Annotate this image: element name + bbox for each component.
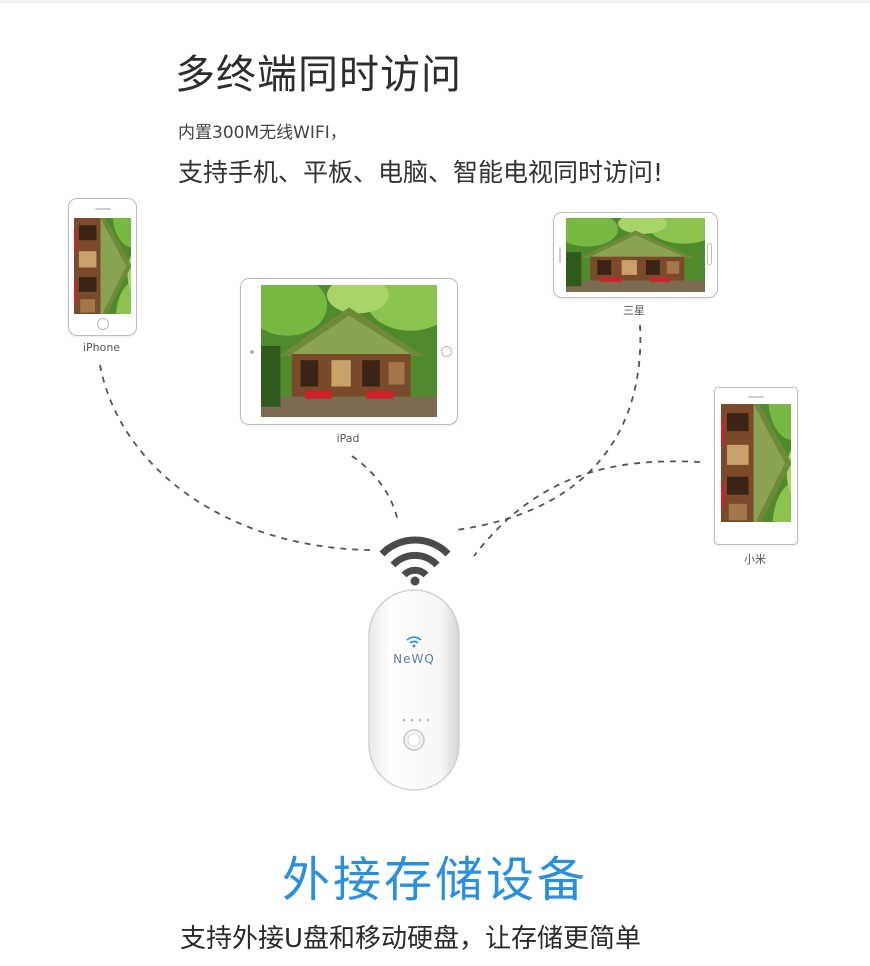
home-button	[97, 318, 109, 330]
screen-photo	[721, 404, 791, 522]
router-body	[368, 589, 460, 791]
screen-photo	[261, 285, 437, 417]
screen-photo	[566, 218, 705, 292]
wifi-spec-text: 内置300M无线WIFI，	[178, 123, 347, 143]
samsung-device	[553, 212, 718, 298]
storage-support-text: 支持外接U盘和移动硬盘，让存储更简单	[180, 924, 642, 954]
iphone-device	[68, 198, 137, 336]
iphone-screen	[74, 218, 131, 314]
link-ipad	[351, 455, 399, 523]
camera-dot	[250, 350, 254, 354]
link-xiaomi	[473, 460, 701, 557]
iphone-label: iPhone	[82, 341, 121, 354]
xiaomi-device	[714, 387, 798, 545]
xiaomi-screen	[721, 404, 791, 522]
link-samsung	[455, 324, 642, 531]
xiaomi-label: 小米	[744, 553, 766, 566]
router-wifi-icon	[406, 636, 422, 644]
speaker-grille	[559, 247, 561, 263]
ipad-screen	[261, 285, 437, 417]
router-brand-logo: NeWQ	[393, 652, 435, 666]
side-button	[707, 243, 712, 265]
device-support-text: 支持手机、平板、电脑、智能电视同时访问!	[178, 158, 664, 187]
ipad-device	[240, 278, 458, 425]
power-button	[404, 730, 424, 750]
home-button	[441, 346, 452, 357]
screen-photo	[74, 218, 131, 314]
samsung-screen	[566, 218, 705, 292]
section-heading-multi-terminal: 多终端同时访问	[175, 52, 462, 98]
top-divider	[0, 0, 870, 3]
samsung-label: 三星	[623, 304, 645, 317]
speaker-grille	[748, 396, 764, 398]
ipad-label: iPad	[336, 432, 360, 445]
speaker-grille	[95, 208, 111, 210]
newq-router: NeWQ	[366, 588, 462, 794]
section-heading-external-storage: 外接存储设备	[281, 852, 588, 908]
wifi-icon	[379, 536, 451, 586]
